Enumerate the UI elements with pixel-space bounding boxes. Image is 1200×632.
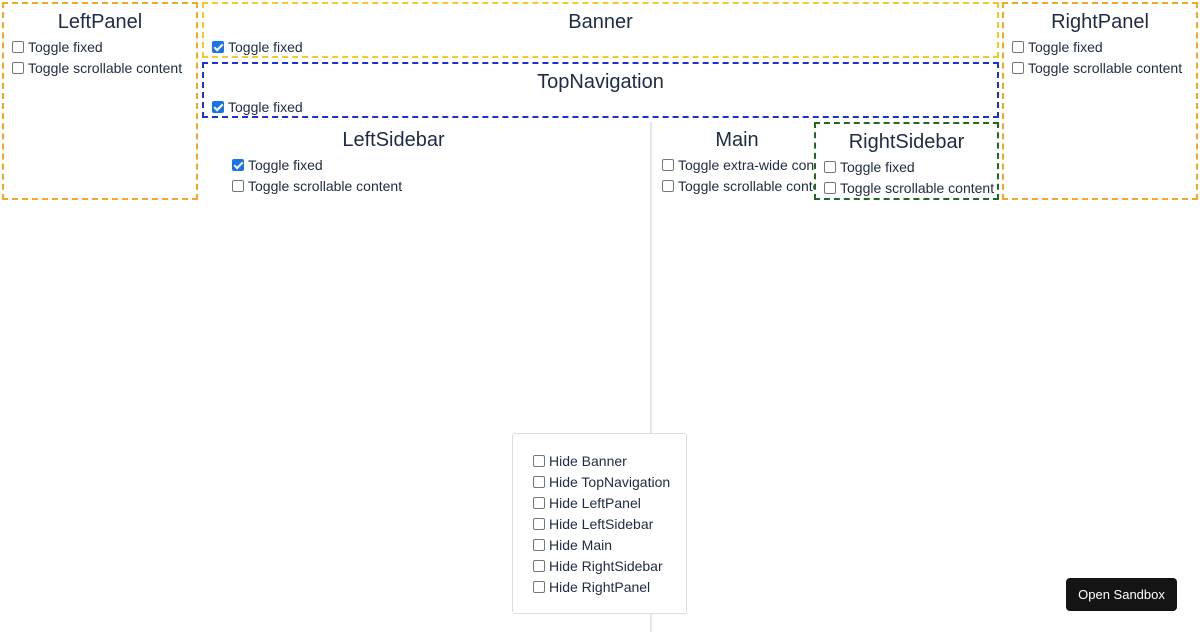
right-sidebar-toggle-fixed-label: Toggle fixed xyxy=(840,159,915,175)
main-toggle-scrollable[interactable]: Toggle scrollable content xyxy=(662,176,814,197)
right-sidebar: RightSidebar Toggle fixed Toggle scrolla… xyxy=(814,122,999,200)
left-sidebar-toggle-scrollable[interactable]: Toggle scrollable content xyxy=(232,176,567,197)
right-panel-toggle-fixed[interactable]: Toggle fixed xyxy=(1012,37,1196,58)
left-sidebar-toggle-scrollable-checkbox[interactable] xyxy=(232,179,244,192)
open-sandbox-button[interactable]: Open Sandbox xyxy=(1066,578,1177,611)
left-panel-toggle-scrollable-checkbox[interactable] xyxy=(12,61,24,74)
banner: Banner Toggle fixed xyxy=(202,2,999,58)
left-sidebar-title: LeftSidebar xyxy=(342,129,445,151)
right-sidebar-toggle-fixed-checkbox[interactable] xyxy=(824,160,836,173)
left-sidebar-toggle-fixed-checkbox[interactable] xyxy=(232,158,244,171)
main-toggle-extra-wide-checkbox[interactable] xyxy=(662,158,674,171)
top-navigation-title: TopNavigation xyxy=(537,71,664,93)
hide-rightpanel-checkbox[interactable] xyxy=(533,580,545,593)
main: Main Toggle extra-wide content Toggle sc… xyxy=(652,122,814,200)
right-sidebar-toggle-fixed[interactable]: Toggle fixed xyxy=(824,157,997,178)
top-navigation: TopNavigation Toggle fixed xyxy=(202,62,999,118)
banner-title: Banner xyxy=(568,11,633,33)
left-panel-title: LeftPanel xyxy=(57,11,143,33)
main-toggle-scrollable-checkbox[interactable] xyxy=(662,179,674,192)
top-navigation-toggle-fixed-label: Toggle fixed xyxy=(228,99,303,115)
left-panel-toggle-fixed[interactable]: Toggle fixed xyxy=(12,37,196,58)
hide-topnavigation-option[interactable]: Hide TopNavigation xyxy=(533,472,686,493)
hide-main-checkbox[interactable] xyxy=(533,538,545,551)
hide-banner-option[interactable]: Hide Banner xyxy=(533,451,686,472)
left-sidebar-toggle-fixed-label: Toggle fixed xyxy=(248,157,323,173)
main-divider xyxy=(650,122,652,632)
hide-main-label: Hide Main xyxy=(549,537,613,553)
left-panel-toggle-scrollable-label: Toggle scrollable content xyxy=(28,60,183,76)
banner-toggle-fixed[interactable]: Toggle fixed xyxy=(212,37,997,56)
hide-leftsidebar-label: Hide LeftSidebar xyxy=(549,516,654,532)
hide-rightpanel-label: Hide RightPanel xyxy=(549,579,651,595)
left-panel-toggle-fixed-checkbox[interactable] xyxy=(12,40,24,53)
right-sidebar-toggle-scrollable-checkbox[interactable] xyxy=(824,181,836,194)
hide-regions-panel: Hide Banner Hide TopNavigation Hide Left… xyxy=(512,433,687,614)
right-panel-toggle-scrollable-label: Toggle scrollable content xyxy=(1028,60,1183,76)
right-panel-toggle-scrollable[interactable]: Toggle scrollable content xyxy=(1012,58,1196,79)
hide-leftsidebar-option[interactable]: Hide LeftSidebar xyxy=(533,514,686,535)
main-toggle-extra-wide[interactable]: Toggle extra-wide content xyxy=(662,155,814,176)
left-panel: LeftPanel Toggle fixed Toggle scrollable… xyxy=(2,2,198,200)
hide-leftpanel-label: Hide LeftPanel xyxy=(549,495,641,511)
hide-leftsidebar-checkbox[interactable] xyxy=(533,517,545,530)
hide-banner-checkbox[interactable] xyxy=(533,454,545,467)
main-title: Main xyxy=(715,129,759,151)
right-panel-toggle-fixed-checkbox[interactable] xyxy=(1012,40,1024,53)
hide-rightsidebar-checkbox[interactable] xyxy=(533,559,545,572)
left-sidebar: LeftSidebar Toggle fixed Toggle scrollab… xyxy=(222,122,567,200)
right-panel-toggle-scrollable-checkbox[interactable] xyxy=(1012,61,1024,74)
right-panel-title: RightPanel xyxy=(1051,11,1149,33)
banner-toggle-fixed-label: Toggle fixed xyxy=(228,39,303,55)
top-navigation-toggle-fixed-checkbox[interactable] xyxy=(212,100,224,113)
left-panel-toggle-fixed-label: Toggle fixed xyxy=(28,39,103,55)
banner-toggle-fixed-checkbox[interactable] xyxy=(212,40,224,53)
left-sidebar-toggle-scrollable-label: Toggle scrollable content xyxy=(248,178,403,194)
right-panel: RightPanel Toggle fixed Toggle scrollabl… xyxy=(1002,2,1198,200)
main-toggle-extra-wide-label: Toggle extra-wide content xyxy=(678,157,814,173)
left-sidebar-toggle-fixed[interactable]: Toggle fixed xyxy=(232,155,567,176)
hide-rightsidebar-option[interactable]: Hide RightSidebar xyxy=(533,556,686,577)
hide-leftpanel-checkbox[interactable] xyxy=(533,496,545,509)
right-sidebar-toggle-scrollable[interactable]: Toggle scrollable content xyxy=(824,178,997,198)
right-sidebar-toggle-scrollable-label: Toggle scrollable content xyxy=(840,180,995,196)
hide-topnavigation-label: Hide TopNavigation xyxy=(549,474,671,490)
right-sidebar-title: RightSidebar xyxy=(848,131,965,153)
hide-leftpanel-option[interactable]: Hide LeftPanel xyxy=(533,493,686,514)
top-navigation-toggle-fixed[interactable]: Toggle fixed xyxy=(212,97,997,116)
hide-topnavigation-checkbox[interactable] xyxy=(533,475,545,488)
hide-rightpanel-option[interactable]: Hide RightPanel xyxy=(533,577,686,598)
left-panel-toggle-scrollable[interactable]: Toggle scrollable content xyxy=(12,58,196,79)
hide-rightsidebar-label: Hide RightSidebar xyxy=(549,558,663,574)
hide-main-option[interactable]: Hide Main xyxy=(533,535,686,556)
hide-banner-label: Hide Banner xyxy=(549,453,627,469)
main-toggle-scrollable-label: Toggle scrollable content xyxy=(678,178,814,194)
right-panel-toggle-fixed-label: Toggle fixed xyxy=(1028,39,1103,55)
